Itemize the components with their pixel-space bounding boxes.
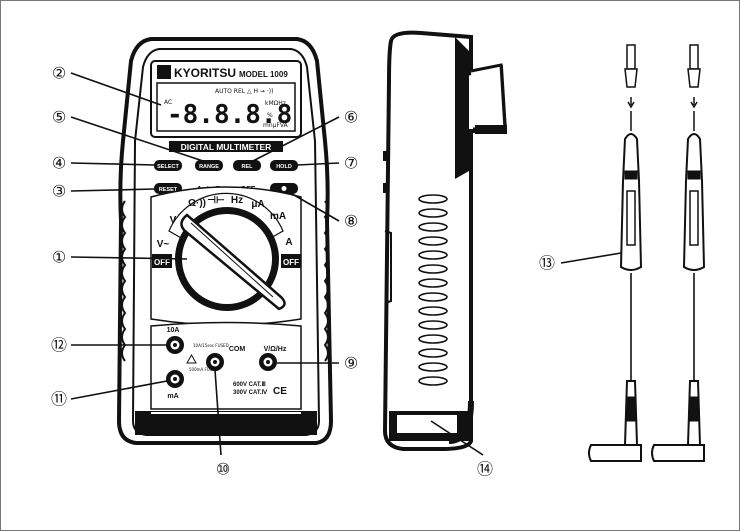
dial-capacitance: ⊣⊢: [207, 195, 225, 206]
side-grip-right: [323, 200, 329, 362]
rel-button[interactable]: REL: [233, 160, 261, 171]
bottom-band: [135, 411, 317, 435]
terminal-com-label: COM: [229, 346, 246, 353]
brand-name: KYORITSU: [174, 66, 236, 80]
callout-7: ⑦: [344, 154, 358, 173]
callout-3: ③: [52, 182, 66, 201]
jack-ma[interactable]: [166, 370, 184, 388]
terminal-ma-note: 500mA FUSED: [189, 367, 218, 372]
callout-5: ⑤: [52, 108, 66, 127]
lcd-ac: AC: [164, 99, 172, 106]
range-button[interactable]: RANGE: [195, 160, 223, 171]
dial-hz: Hz: [231, 195, 243, 206]
rotary-knob[interactable]: [175, 207, 286, 311]
test-lead-2: [651, 44, 706, 462]
svg-text:HOLD: HOLD: [276, 164, 292, 170]
callout-4: ④: [52, 154, 66, 173]
jack-v-ohm-hz[interactable]: [259, 353, 277, 371]
callout-10: ⑩: [216, 460, 230, 479]
side-view: [382, 30, 508, 451]
svg-text:SELECT: SELECT: [157, 164, 179, 170]
callout-11: ⑪: [51, 390, 67, 409]
svg-text:RESET: RESET: [159, 187, 178, 193]
lcd-screen: [156, 82, 296, 132]
dial-ua: μA: [251, 199, 264, 210]
lcd-digits: -8.8.8.8: [167, 100, 292, 130]
lcd-units: kMΩHz: [265, 100, 286, 107]
svg-text:K: K: [160, 67, 168, 79]
dial-off-left: OFF: [154, 258, 170, 267]
callout-6: ⑥: [344, 108, 358, 127]
title-bar: [169, 141, 283, 152]
callouts: ② ⑤ ⑥ ④ ⑦ ③ ⑧ ① ⑫ ⑨ ⑪ ⑩ ⑬ ⑭: [51, 64, 555, 479]
test-lead-1: [588, 44, 643, 462]
jack-10a[interactable]: [166, 336, 184, 354]
brand-logo: [157, 65, 171, 79]
svg-text:REL: REL: [242, 164, 254, 170]
dial-off-right: OFF: [283, 258, 299, 267]
dial-a: A: [285, 237, 292, 248]
backlight-icon: [281, 186, 287, 191]
lcd-percent: %: [267, 112, 273, 119]
callout-9: ⑨: [344, 354, 358, 373]
terminal-10a-label: 10A: [167, 327, 180, 334]
test-leads: [588, 44, 706, 462]
callout-12: ⑫: [51, 336, 67, 355]
leader-lines: [70, 72, 622, 456]
terminal-10a-note: 10A/15sec FUSED: [193, 343, 229, 348]
dial-ma: mA: [270, 211, 286, 222]
hold-button[interactable]: HOLD: [270, 160, 298, 171]
callout-2: ②: [52, 64, 66, 83]
callout-8: ⑧: [344, 212, 358, 231]
terminal-panel: [150, 321, 302, 410]
ce-mark: CE: [273, 386, 287, 397]
side-grip-left: [121, 200, 127, 362]
lcd-indicators: AUTO REL △ H ➞ ·)): [215, 88, 273, 95]
multimeter: K KYORITSU MODEL 1009 AUTO REL △ H ➞ ·))…: [116, 37, 334, 445]
dial-v-dc: V: [170, 215, 177, 226]
terminal-ma-label: mA: [167, 393, 178, 400]
category-rating-2: 300V CAT.Ⅳ: [233, 389, 268, 396]
category-rating-1: 600V CAT.Ⅲ: [233, 381, 266, 388]
dial-v-ac: V~: [157, 239, 170, 250]
dial-ohm: Ω·)): [188, 198, 206, 209]
lcd-units-2: mnμFVA: [263, 122, 289, 129]
warning-icon: [186, 353, 197, 364]
callout-13: ⑬: [539, 254, 555, 273]
callout-1: ①: [52, 248, 66, 267]
jack-com[interactable]: [206, 353, 224, 371]
meter-title: DIGITAL MULTIMETER: [181, 142, 272, 152]
select-button[interactable]: SELECT: [154, 160, 182, 171]
terminal-vohz-label: V/Ω/Hz: [264, 346, 287, 353]
callout-14: ⑭: [477, 460, 493, 479]
model-number: MODEL 1009: [239, 70, 288, 79]
svg-text:RANGE: RANGE: [199, 164, 219, 170]
